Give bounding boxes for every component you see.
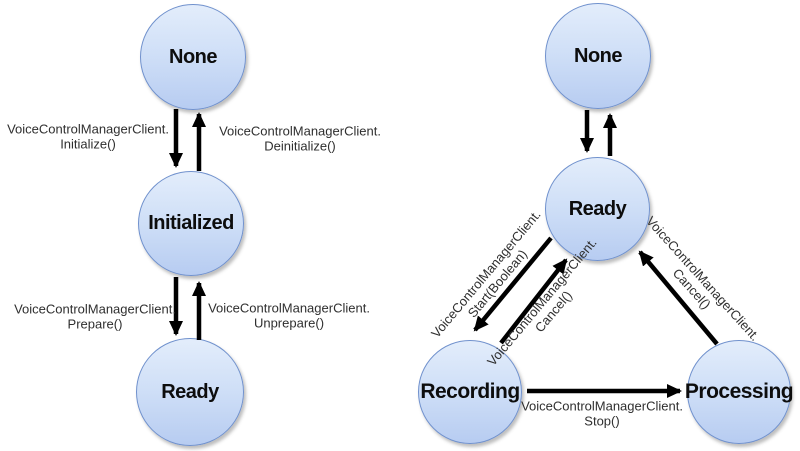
edge-label-cancel-from-processing: VoiceControlManagerClient. Cancel(): [643, 213, 763, 344]
state-node-ready: Ready: [136, 338, 244, 446]
edge-label-deinitialize: VoiceControlManagerClient. Deinitialize(…: [219, 123, 381, 153]
edge-label-stop: VoiceControlManagerClient. Stop(): [521, 398, 683, 428]
state-node-ready: Ready: [545, 157, 650, 261]
state-node-none: None: [140, 4, 246, 110]
state-label-processing: Processing: [684, 380, 794, 403]
state-node-none: None: [545, 3, 651, 109]
state-label-recording: Recording: [420, 380, 520, 403]
state-label-initialized: Initialized: [148, 212, 234, 234]
state-label-ready: Ready: [161, 380, 219, 403]
edge-label-initialize: VoiceControlManagerClient. Initialize(): [7, 121, 169, 151]
state-label-none: None: [574, 44, 623, 67]
state-node-recording: Recording: [418, 340, 522, 444]
state-label-none: None: [169, 45, 218, 68]
state-label-ready: Ready: [568, 197, 627, 220]
state-node-processing: Processing: [684, 340, 794, 444]
state-node-initialized: Initialized: [138, 171, 244, 276]
edge-label-unprepare: VoiceControlManagerClient. Unprepare(): [208, 300, 370, 330]
edge-label-prepare: VoiceControlManagerClient. Prepare(): [14, 301, 176, 331]
